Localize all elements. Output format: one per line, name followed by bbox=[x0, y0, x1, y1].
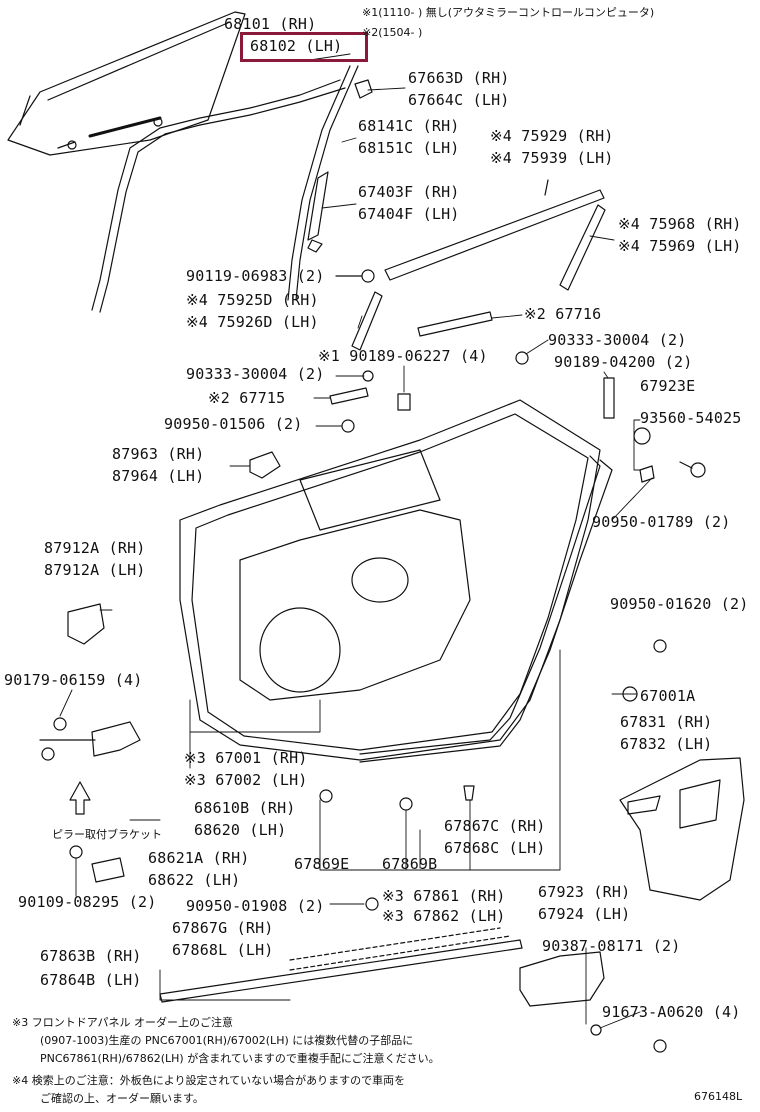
part-label-68151c[interactable]: 68151C (LH) bbox=[358, 139, 460, 157]
part-label-68141c[interactable]: 68141C (RH) bbox=[358, 117, 460, 135]
part-label-67716[interactable]: ※2 67716 bbox=[524, 305, 602, 323]
diagram-code: 676148L bbox=[694, 1090, 743, 1103]
seal-67715-drawing bbox=[329, 387, 369, 405]
glass-run-drawing bbox=[307, 171, 329, 253]
part-label-67924lh[interactable]: 67924 (LH) bbox=[538, 905, 631, 923]
selected-part-highlight bbox=[240, 32, 368, 62]
seal-67716-drawing bbox=[417, 311, 493, 337]
part-label-75969[interactable]: ※4 75969 (LH) bbox=[618, 237, 742, 255]
part-label-90189b[interactable]: 90189-04200 (2) bbox=[554, 353, 693, 371]
part-label-67864b[interactable]: 67864B (LH) bbox=[40, 971, 142, 989]
part-label-90387[interactable]: 90387-08171 (2) bbox=[542, 937, 681, 955]
footer-note-4: ※4 検索上のご注意：外板色により設定されていない場合がありますので車両を bbox=[12, 1074, 406, 1087]
part-label-75929[interactable]: ※4 75929 (RH) bbox=[490, 127, 614, 145]
door-panel-drawing bbox=[179, 399, 601, 761]
part-label-67867c[interactable]: 67867C (RH) bbox=[444, 817, 546, 835]
bolt-90119-drawing bbox=[335, 269, 375, 283]
part-label-67923rh[interactable]: 67923 (RH) bbox=[538, 883, 631, 901]
part-label-90950c[interactable]: 90950-01620 (2) bbox=[610, 595, 749, 613]
part-label-67663d[interactable]: 67663D (RH) bbox=[408, 69, 510, 87]
stopper-drawing bbox=[91, 857, 125, 883]
part-label-87963[interactable]: 87963 (RH) bbox=[112, 445, 205, 463]
part-label-75926d[interactable]: ※4 75926D (LH) bbox=[186, 313, 319, 331]
weatherstrip-drawing bbox=[359, 455, 613, 763]
part-label-68620[interactable]: 68620 (LH) bbox=[194, 821, 287, 839]
part-label-67404f[interactable]: 67404F (LH) bbox=[358, 205, 460, 223]
pillar-bracket-label: ピラー取付ブラケット bbox=[52, 828, 162, 841]
hinge-drawing bbox=[39, 721, 141, 815]
moulding-75925-drawing bbox=[351, 291, 383, 351]
trim-panel-drawing bbox=[619, 757, 745, 901]
part-label-67861[interactable]: ※3 67861 (RH) bbox=[382, 887, 506, 905]
part-label-68622[interactable]: 68622 (LH) bbox=[148, 871, 241, 889]
part-label-67923e[interactable]: 67923E bbox=[640, 377, 696, 395]
part-label-90950a[interactable]: 90950-01506 (2) bbox=[164, 415, 303, 433]
part-label-67867g[interactable]: 67867G (RH) bbox=[172, 919, 274, 937]
part-label-67869e[interactable]: 67869E bbox=[294, 855, 350, 873]
part-label-87912a[interactable]: 87912A (RH) bbox=[44, 539, 146, 557]
part-label-67664c[interactable]: 67664C (LH) bbox=[408, 91, 510, 109]
part-label-67868c[interactable]: 67868C (LH) bbox=[444, 839, 546, 857]
header-note-2: ※2(1504- ) bbox=[362, 26, 422, 39]
door-glass-drawing bbox=[7, 11, 246, 156]
part-label-67002[interactable]: ※3 67002 (LH) bbox=[184, 771, 308, 789]
header-note-2-text: (1504- ) bbox=[378, 26, 423, 39]
footer-note-2: (0907-1003)生産の PNC67001(RH)/67002(LH) には… bbox=[40, 1034, 414, 1047]
pillar-moulding-drawing bbox=[559, 204, 606, 291]
part-label-90109[interactable]: 90109-08295 (2) bbox=[18, 893, 157, 911]
footer-note-1: ※3 フロントドアパネル オーダー上のご注意 bbox=[12, 1016, 233, 1029]
part-label-90189a[interactable]: ※1 90189-06227 (4) bbox=[318, 347, 488, 365]
part-label-90950b[interactable]: 90950-01789 (2) bbox=[592, 513, 731, 531]
part-label-90333a[interactable]: 90333-30004 (2) bbox=[186, 365, 325, 383]
part-label-67868l[interactable]: 67868L (LH) bbox=[172, 941, 274, 959]
part-label-90119[interactable]: 90119-06983 (2) bbox=[186, 267, 325, 285]
belt-moulding-drawing bbox=[384, 179, 605, 281]
header-note-1: ※1(1110- ) 無し(アウタミラーコントロールコンピュータ) bbox=[362, 6, 654, 19]
part-label-67832[interactable]: 67832 (LH) bbox=[620, 735, 713, 753]
clip-67663-drawing bbox=[354, 79, 373, 99]
run-channel-drawing bbox=[91, 65, 359, 313]
part-label-68610b[interactable]: 68610B (RH) bbox=[194, 799, 296, 817]
header-note-2-mark: ※2 bbox=[362, 26, 379, 39]
part-label-67001[interactable]: ※3 67001 (RH) bbox=[184, 749, 308, 767]
part-label-67715[interactable]: ※2 67715 bbox=[208, 389, 286, 407]
lower-cover-drawing bbox=[519, 951, 605, 1007]
part-label-67831[interactable]: 67831 (RH) bbox=[620, 713, 713, 731]
part-label-67869b[interactable]: 67869B bbox=[382, 855, 438, 873]
part-label-68621a[interactable]: 68621A (RH) bbox=[148, 849, 250, 867]
cover-87912-drawing bbox=[67, 603, 105, 645]
part-label-67862[interactable]: ※3 67862 (LH) bbox=[382, 907, 506, 925]
part-label-93560[interactable]: 93560-54025 bbox=[640, 409, 742, 427]
part-label-67001a[interactable]: 67001A bbox=[640, 687, 696, 705]
part-label-87964[interactable]: 87964 (LH) bbox=[112, 467, 205, 485]
footer-note-5: ご確認の上、オーダー願います。 bbox=[40, 1092, 204, 1105]
part-label-68102[interactable]: 68102 (LH) bbox=[250, 37, 343, 55]
part-label-75939[interactable]: ※4 75939 (LH) bbox=[490, 149, 614, 167]
part-label-67863b[interactable]: 67863B (RH) bbox=[40, 947, 142, 965]
part-label-91673[interactable]: 91673-A0620 (4) bbox=[602, 1003, 741, 1021]
part-label-90950d[interactable]: 90950-01908 (2) bbox=[186, 897, 325, 915]
lower-moulding-drawing bbox=[159, 927, 523, 1003]
mirror-cover-drawing bbox=[249, 451, 281, 479]
part-label-75968[interactable]: ※4 75968 (RH) bbox=[618, 215, 742, 233]
part-label-68101[interactable]: 68101 (RH) bbox=[224, 15, 317, 33]
part-label-67403f[interactable]: 67403F (RH) bbox=[358, 183, 460, 201]
part-label-87912b[interactable]: 87912A (LH) bbox=[44, 561, 146, 579]
part-label-90179[interactable]: 90179-06159 (4) bbox=[4, 671, 143, 689]
footer-note-3: PNC67861(RH)/67862(LH) が含まれていますので重複手配にご注… bbox=[40, 1052, 440, 1065]
header-note-1-text: (1110- ) 無し(アウタミラーコントロールコンピュータ) bbox=[378, 6, 655, 19]
part-label-90333b[interactable]: 90333-30004 (2) bbox=[548, 331, 687, 349]
header-note-1-mark: ※1 bbox=[362, 6, 379, 19]
part-label-75925d[interactable]: ※4 75925D (RH) bbox=[186, 291, 319, 309]
